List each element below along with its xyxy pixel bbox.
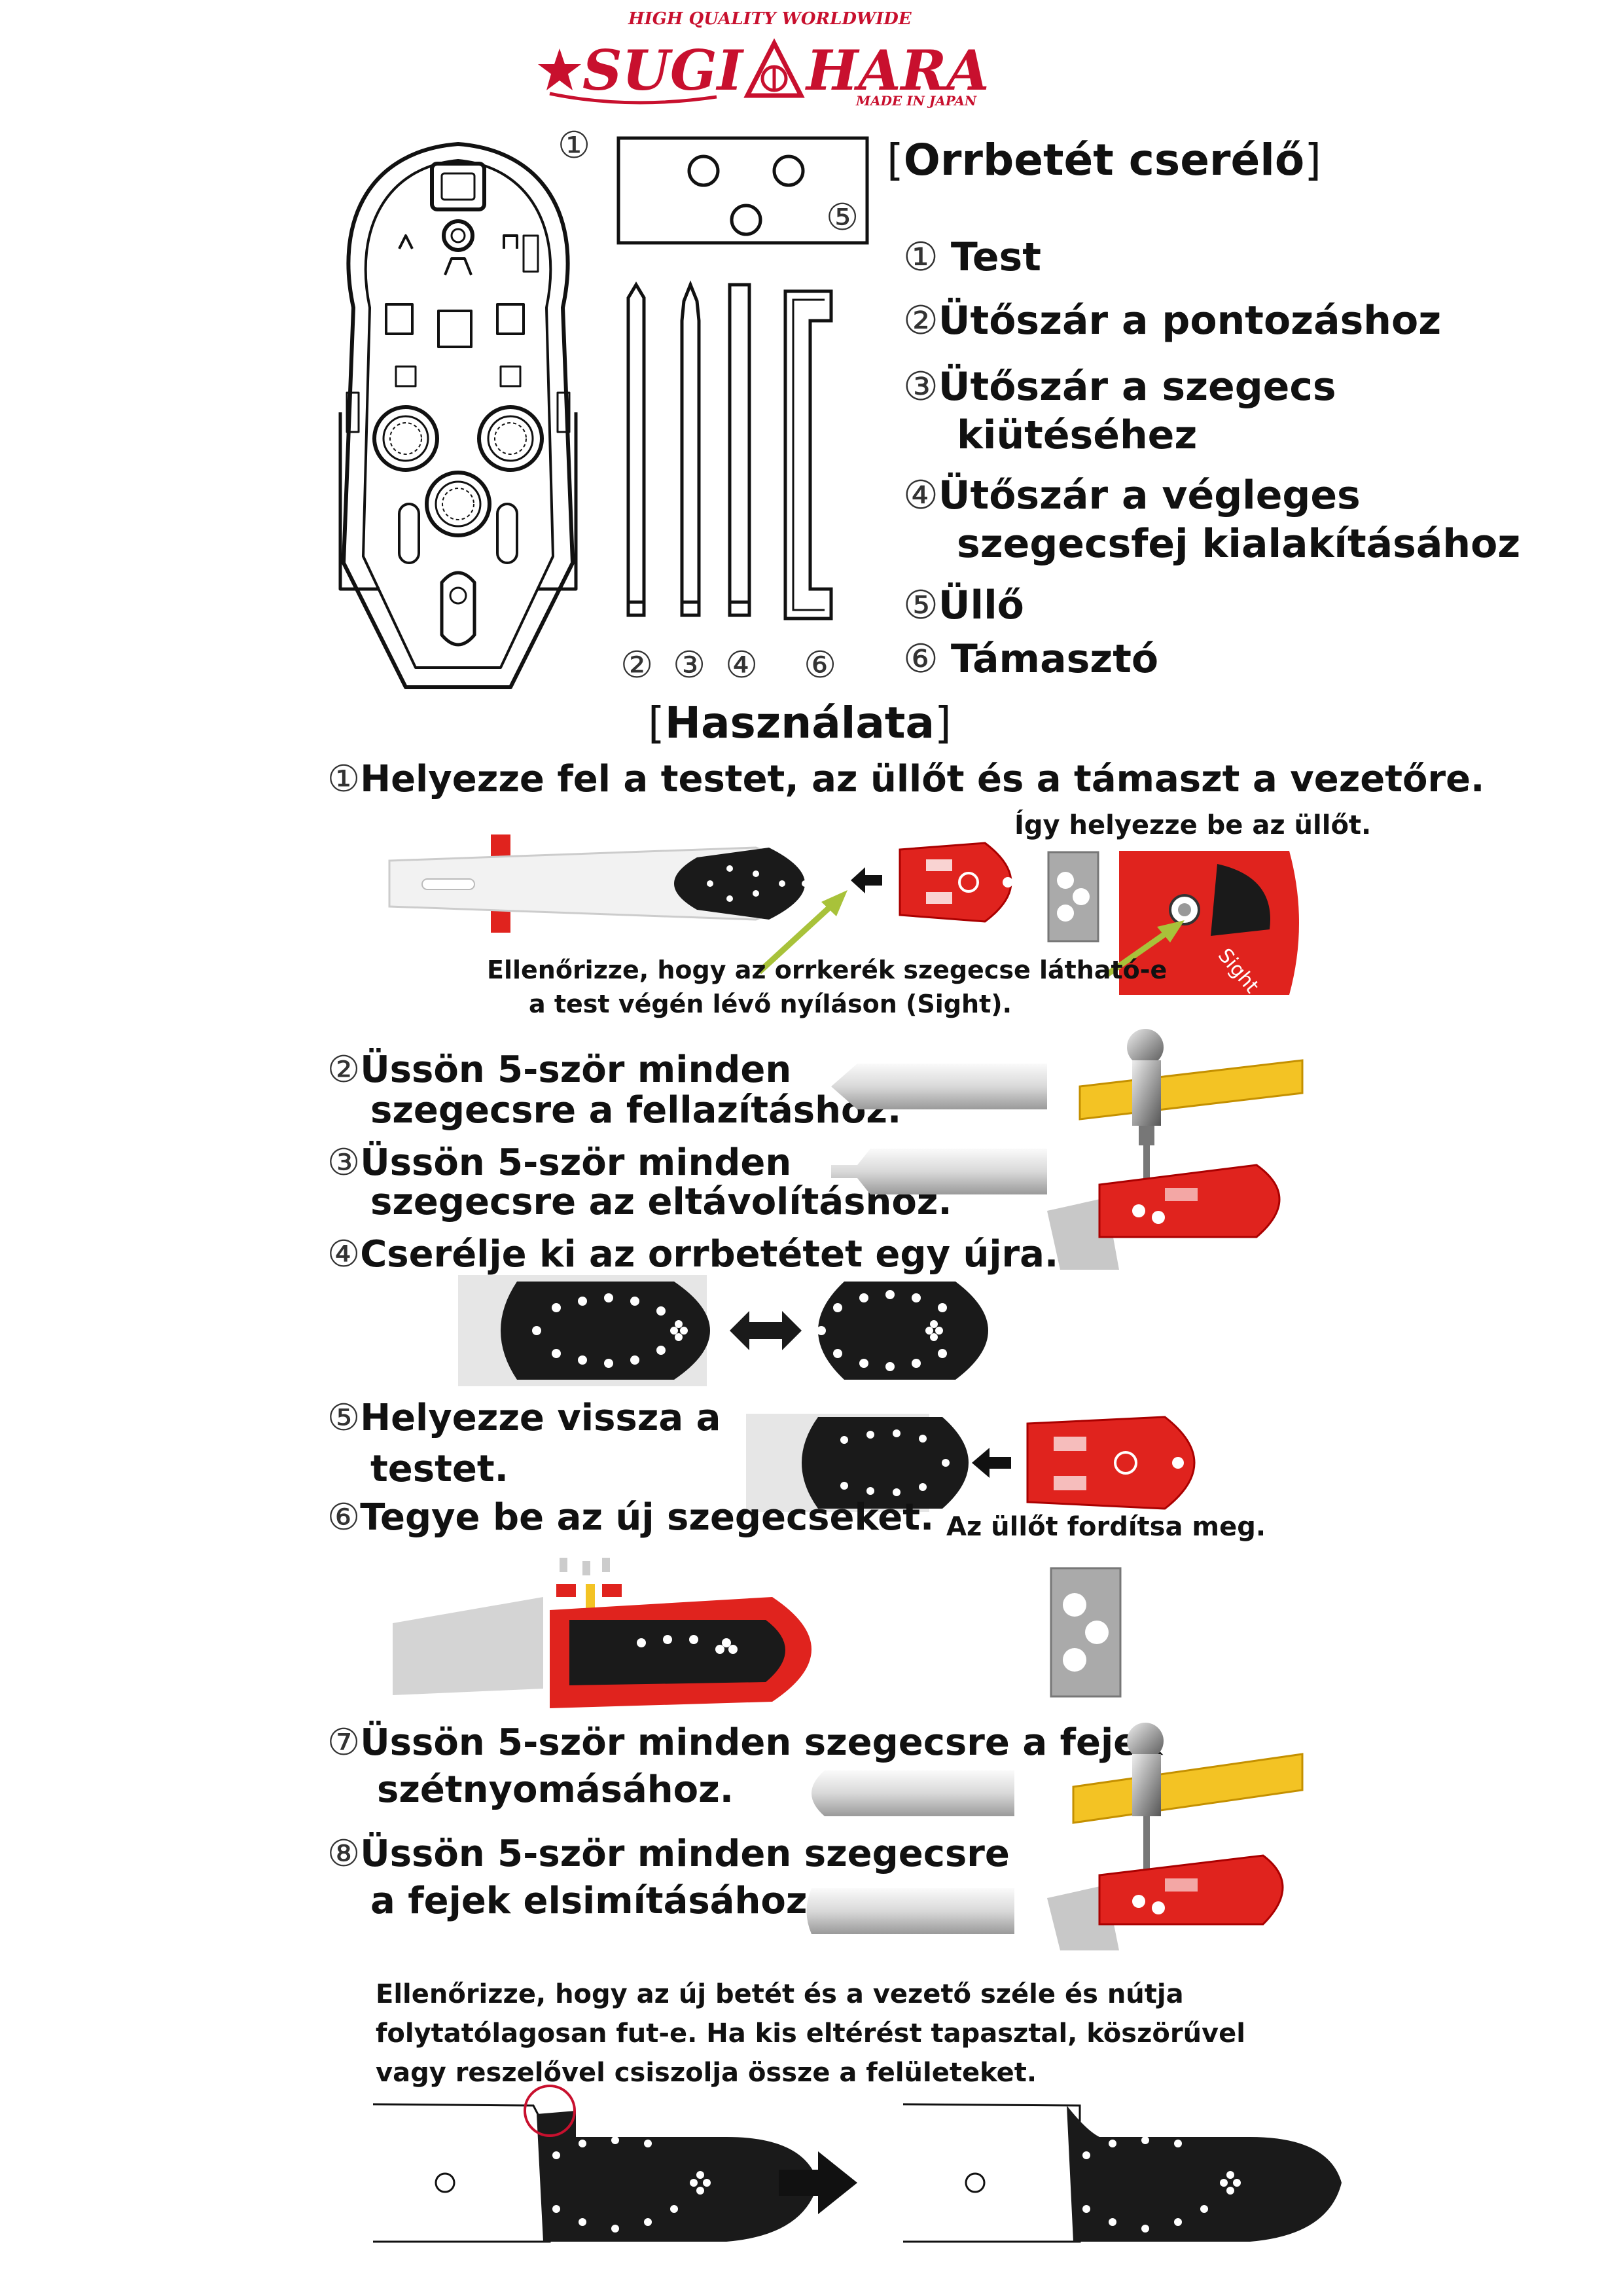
part-item-1: ① Test [903,234,1041,280]
step1-anvil [1047,851,1099,942]
step6-anvil-flipped [1050,1567,1122,1698]
step-num: ④ [327,1233,361,1276]
part-item-3: ③Ütőszár a szegecs [903,364,1336,410]
step-text: Helyezze fel a testet, az üllőt és a tám… [360,758,1485,800]
hammer-punch-illustration [1047,1029,1304,1270]
part-label: Támasztó [950,636,1159,682]
sight-pointer-arrows [757,890,1185,978]
step-8-line2: a fejek elsimításához. [370,1880,821,1922]
part-num: ③ [903,364,938,410]
tool-body-diagram [338,142,578,689]
punches-diagram [626,280,833,620]
punch-flat-icon [806,1888,1014,1934]
callout-body: ① [558,124,591,167]
brand-logo-emblem [743,38,805,98]
anvil-placement-note: Így helyezze be az üllőt. [1014,810,1372,840]
brand-star-icon [538,48,581,90]
step-3: ③Üssön 5-ször minden [327,1141,791,1184]
part-label: Üllő [938,583,1024,628]
push-arrow-icon [851,867,882,893]
parts-section-title: [Orrbetét cserélő] [887,135,1321,185]
step-num: ① [327,758,361,800]
part-item-6: ⑥ Támasztó [903,636,1158,682]
part-label: Test [950,234,1041,280]
step-5: ⑤Helyezze vissza a [327,1397,721,1439]
part-num: ① [903,234,938,280]
brand-name-left: SUGI [582,38,743,103]
final-note-line3: vagy reszelővel csiszolja össze a felüle… [376,2058,1037,2088]
final-note-line1: Ellenőrizze, hogy az új betét és a vezet… [376,1979,1184,2009]
step5-reinstall-illustration [746,1414,1196,1512]
step1-guide-bar [388,834,808,933]
callout-punch-2: ② [620,644,654,687]
part-num: ⑥ [903,636,938,682]
edge-alignment-illustration [372,2085,1342,2243]
step-6: ⑥Tegye be az új szegecseket. [327,1496,934,1539]
punch-drift-icon [831,1149,1047,1194]
step-text: Üssön 5-ször minden szegecsre [360,1833,1010,1875]
sight-note-line1: Ellenőrizze, hogy az orrkerék szegecse l… [487,956,1168,984]
step-4: ④Cserélje ki az orrbetétet egy újra. [327,1233,1058,1276]
step-text: Üssön 5-ször minden szegecsre a fejek [360,1721,1163,1764]
step-num: ⑥ [327,1496,361,1539]
step-7: ⑦Üssön 5-ször minden szegecsre a fejek [327,1721,1162,1764]
anvil-flip-note: Az üllőt fordítsa meg. [946,1512,1266,1542]
brand-tagline: HIGH QUALITY WORLDWIDE [628,9,912,29]
step-num: ⑦ [327,1721,361,1764]
step-num: ⑤ [327,1397,361,1439]
part-item-5: ⑤Üllő [903,583,1024,628]
nose-swap-illustration [458,1275,988,1386]
sight-closeup: Sight [1119,851,1299,997]
callout-punch-3: ③ [673,644,706,687]
callout-punch-4: ④ [725,644,758,687]
part-item-3-line2: kiütéséhez [957,412,1198,458]
anvil-diagram [616,136,869,245]
brand-name-right: HARA [806,38,990,103]
step-3-line2: szegecsre az eltávolításhoz. [370,1181,952,1223]
brand-made-in: MADE IN JAPAN [856,93,977,109]
part-label: Ütőszár a pontozáshoz [938,298,1442,344]
brand-swoosh [549,92,717,105]
step-text: Cserélje ki az orrbetétet egy újra. [360,1233,1059,1276]
callout-anvil: ⑤ [826,196,859,239]
part-num: ② [903,298,938,344]
hammer-finish-illustration [1047,1723,1304,1950]
part-item-4-line2: szegecsfej kialakításához [957,521,1521,567]
step-2-line2: szegecsre a fellazításhoz. [370,1089,902,1132]
step-8: ⑧Üssön 5-ször minden szegecsre [327,1833,1010,1875]
step-5-line2: testet. [370,1448,508,1490]
step-text: Üssön 5-ször minden [360,1049,792,1091]
part-item-2: ②Ütőszár a pontozáshoz [903,298,1441,344]
rivet-insert-illustration [393,1558,812,1708]
part-num: ⑤ [903,583,938,628]
step-text: Tegye be az új szegecseket. [360,1496,935,1539]
part-label: Ütőszár a szegecs [938,364,1336,410]
step-2: ②Üssön 5-ször minden [327,1049,791,1091]
part-label: Ütőszár a végleges [938,473,1361,518]
step-text: Üssön 5-ször minden [360,1141,792,1184]
sight-note-line2: a test végén lévő nyíláson (Sight). [529,990,1012,1018]
callout-support-6: ⑥ [804,644,837,687]
usage-section-title: [Használata] [648,698,952,748]
step-1: ①Helyezze fel a testet, az üllőt és a tá… [327,758,1484,800]
step1-tool-body [899,842,1013,923]
final-note-line2: folytatólagosan fut-e. Ha kis eltérést t… [376,2018,1245,2049]
step-num: ② [327,1049,361,1091]
part-item-4: ④Ütőszár a végleges [903,473,1361,518]
step-7-line2: szétnyomásához. [377,1768,734,1811]
step-text: Helyezze vissza a [360,1397,721,1439]
step-num: ⑧ [327,1833,361,1875]
step-num: ③ [327,1141,361,1184]
punch-pointed-icon [831,1064,1047,1109]
punch-rounded-icon [812,1770,1014,1816]
part-num: ④ [903,473,938,518]
